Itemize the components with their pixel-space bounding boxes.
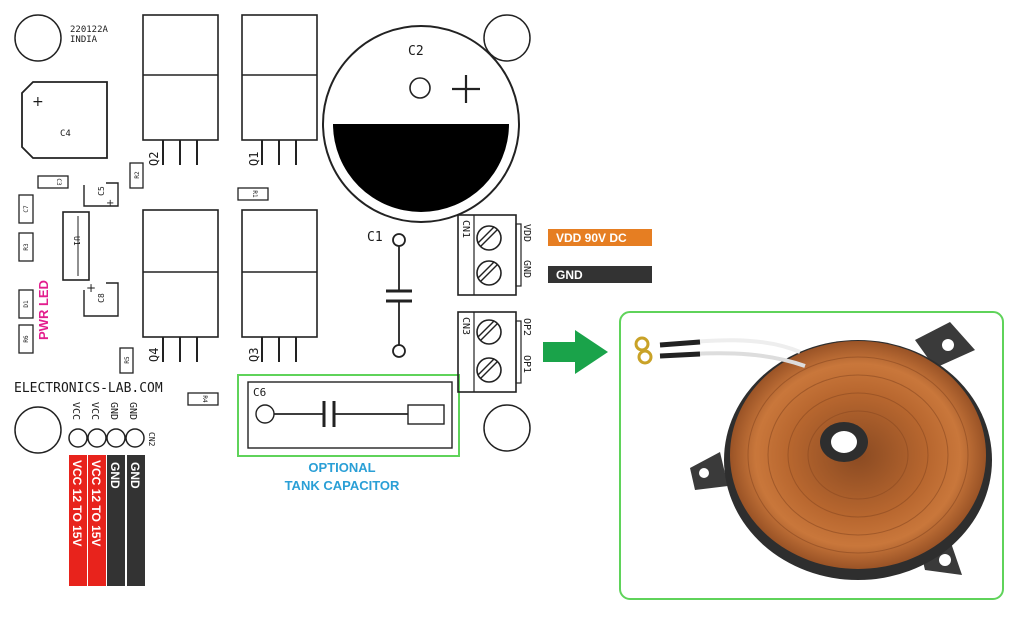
induction-coil-image bbox=[634, 322, 992, 580]
cn2-pin4-label: GND bbox=[127, 402, 138, 420]
q2-label: Q2 bbox=[147, 152, 161, 166]
c8-outline bbox=[83, 282, 119, 317]
c1-label: C1 bbox=[367, 230, 383, 245]
r1-pad bbox=[237, 187, 269, 201]
gnd-tag-bg bbox=[548, 266, 652, 283]
c6-highlight-box bbox=[237, 374, 460, 457]
c5-plus: + bbox=[106, 198, 114, 209]
q3-label: Q3 bbox=[247, 348, 261, 362]
pwr-led-label: PWR LED bbox=[36, 280, 51, 340]
mount-hole-top-right bbox=[483, 14, 531, 62]
c1-capacitor bbox=[386, 233, 412, 358]
c4-plus: + bbox=[32, 94, 44, 110]
brand-label: ELECTRONICS-LAB.COM bbox=[14, 381, 163, 396]
r3-label: R3 bbox=[23, 243, 30, 251]
q2-mosfet bbox=[142, 14, 219, 165]
c7-pad bbox=[18, 194, 34, 224]
r5-pad bbox=[119, 347, 134, 374]
c4-outline bbox=[21, 81, 108, 159]
gnd-vtag-2-label: GND bbox=[128, 462, 142, 489]
vcc-tag-1-label: VCC 12 TO 15V bbox=[70, 460, 84, 546]
vdd-tag-label: VDD 90V DC bbox=[556, 231, 627, 245]
cn1-gnd-label: GND bbox=[521, 260, 532, 278]
cn1-terminal bbox=[457, 214, 522, 296]
r6-pad bbox=[18, 324, 34, 354]
gnd-vtag-2-bg bbox=[127, 455, 145, 586]
board-code: 220122A bbox=[70, 25, 109, 35]
r1-label: R1 bbox=[251, 190, 258, 198]
c5-label: C5 bbox=[97, 186, 106, 196]
c6-pad-square bbox=[407, 404, 445, 425]
q4-mosfet bbox=[142, 209, 219, 362]
c8-plus: + bbox=[86, 281, 96, 295]
vcc-tag-1-bg bbox=[69, 455, 87, 586]
cn2-pin2-label: VCC bbox=[89, 402, 100, 420]
cn2-header bbox=[68, 428, 145, 448]
vdd-tag-bg bbox=[548, 229, 652, 246]
cn3-op2-label: OP2 bbox=[521, 318, 532, 336]
gnd-vtag-1-label: GND bbox=[108, 462, 122, 489]
optional-label: OPTIONAL bbox=[308, 460, 375, 475]
gnd-tag-label: GND bbox=[556, 268, 583, 282]
mount-hole-bottom-left bbox=[14, 406, 62, 454]
tank-capacitor-label: TANK CAPACITOR bbox=[285, 478, 400, 493]
r6-label: R6 bbox=[23, 335, 30, 343]
d1-pad bbox=[18, 289, 34, 319]
r2-pad bbox=[129, 162, 144, 189]
right-arrow-icon bbox=[543, 330, 608, 374]
cn3-op1-label: OP1 bbox=[521, 355, 532, 373]
c8-label: C8 bbox=[97, 293, 106, 303]
cn3-terminal bbox=[457, 311, 522, 393]
c5-outline bbox=[83, 182, 119, 207]
cn1-vdd-label: VDD bbox=[521, 224, 532, 242]
r3-pad bbox=[18, 232, 34, 262]
u1-label: U1 bbox=[72, 236, 81, 246]
r2-label: R2 bbox=[134, 171, 141, 179]
c7-label: C7 bbox=[23, 205, 30, 213]
board-country: INDIA bbox=[70, 35, 98, 45]
cn1-label: CN1 bbox=[460, 220, 471, 238]
cn2-pin3-label: GND bbox=[108, 402, 119, 420]
c6-pad-round bbox=[255, 404, 275, 424]
mount-hole-top-left bbox=[14, 14, 62, 62]
r5-label: R5 bbox=[124, 356, 131, 364]
cn2-pin1-label: VCC bbox=[70, 402, 81, 420]
c3-pad bbox=[37, 175, 69, 189]
c6-label: C6 bbox=[253, 386, 266, 399]
gnd-vtag-1-bg bbox=[107, 455, 125, 586]
cn2-label: CN2 bbox=[147, 432, 156, 447]
vcc-tag-2-bg bbox=[88, 455, 106, 586]
q3-mosfet bbox=[241, 209, 318, 362]
cn3-label: CN3 bbox=[460, 317, 471, 335]
r4-pad bbox=[187, 392, 219, 406]
u1-chip bbox=[62, 211, 90, 281]
d1-label: D1 bbox=[23, 300, 30, 308]
c6-outline bbox=[247, 381, 453, 449]
vcc-tag-2-label: VCC 12 TO 15V bbox=[89, 460, 103, 546]
c2-label: C2 bbox=[408, 44, 424, 59]
q1-label: Q1 bbox=[247, 152, 261, 166]
mount-hole-bottom-right bbox=[483, 404, 531, 452]
c4-label: C4 bbox=[60, 129, 71, 139]
c3-label: C3 bbox=[55, 178, 62, 186]
r4-label: R4 bbox=[201, 395, 208, 403]
c2-capacitor bbox=[322, 25, 520, 223]
q1-mosfet bbox=[241, 14, 318, 165]
q4-label: Q4 bbox=[147, 348, 161, 362]
